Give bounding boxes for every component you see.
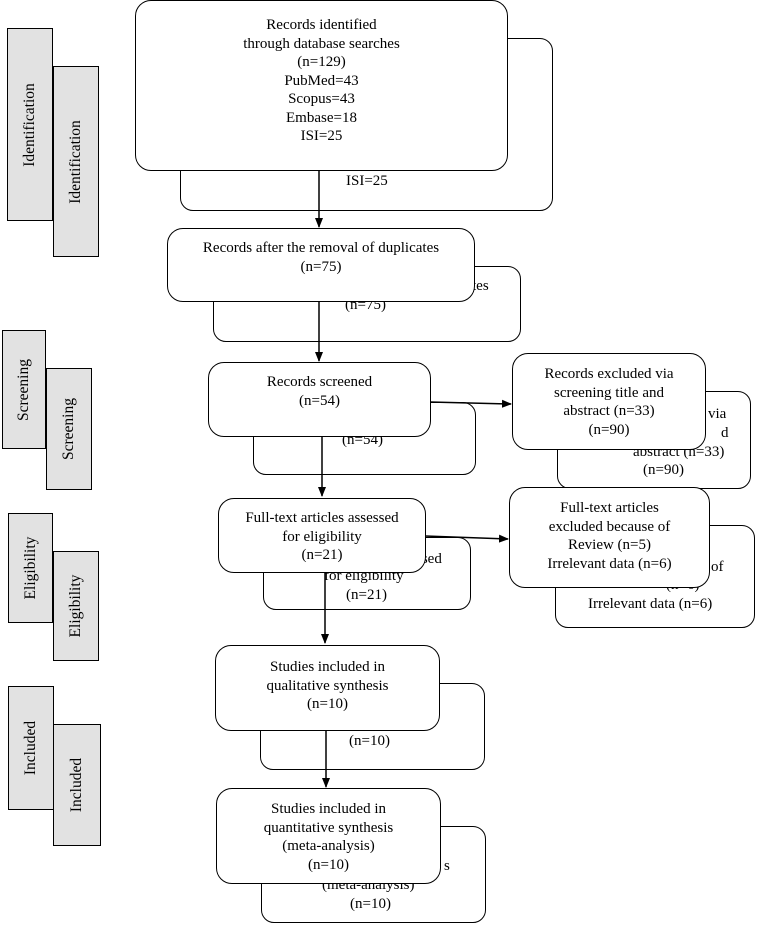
box-line: Review (n=5) [567, 537, 652, 553]
box-records-screened: Records screened (n=54) [208, 362, 431, 437]
shadow-text: Irrelevant data (n=6) [588, 596, 713, 612]
box-line: screening title and [554, 384, 664, 401]
box-line: (n=90) [588, 421, 630, 438]
box-line: (n=54) [299, 392, 340, 409]
shadow-text: ISI=25 [346, 173, 388, 189]
box-line: Records identified [266, 17, 377, 33]
box-line: Records after the removal of duplicates [202, 240, 440, 256]
stage-label-included: Included [8, 686, 54, 810]
box-fulltext-excluded: Full-text articles excluded because of R… [509, 487, 710, 588]
box-line: Embase=18 [286, 109, 357, 126]
stage-label-identification: Identification [7, 28, 53, 221]
stage-label-included-shadow: Included [53, 724, 101, 846]
shadow-text: (n=90) [643, 462, 684, 478]
box-line: (n=10) [307, 696, 348, 712]
box-line: (meta-analysis) [282, 838, 375, 854]
box-line: qualitative synthesis [266, 677, 389, 694]
box-line: (n=75) [300, 258, 342, 275]
box-line: Records screened [266, 374, 373, 390]
box-line: Studies included in [270, 659, 385, 675]
box-line: through database searches [243, 35, 400, 52]
shadow-text: d [721, 425, 729, 441]
shadow-text: (n=10) [349, 733, 390, 749]
box-line: abstract (n=33) [563, 403, 655, 419]
box-records-identified: Records identified through database sear… [135, 0, 508, 171]
stage-label-screening-shadow: Screening [46, 368, 92, 490]
box-line: Full-text articles [560, 500, 659, 516]
box-quantitative-synthesis: Studies included in quantitative synthes… [216, 788, 441, 884]
box-records-excluded-screening: Records excluded via screening title and… [512, 353, 706, 450]
stage-label-eligibility: Eligibility [8, 513, 53, 623]
box-line: ISI=25 [300, 128, 343, 144]
box-line: (n=21) [301, 547, 343, 563]
arrow-fulltext-to-excluded [424, 534, 509, 543]
box-line: Studies included in [271, 801, 386, 817]
stage-label-eligibility-shadow: Eligibility [53, 551, 99, 661]
box-qualitative-synthesis: Studies included in qualitative synthesi… [215, 645, 440, 731]
shadow-text: (n=21) [346, 587, 387, 603]
box-fulltext-assessed: Full-text articles assessed for eligibil… [218, 498, 426, 573]
stage-label-screening: Screening [2, 330, 46, 449]
box-line: Records excluded via [544, 366, 674, 382]
box-line: Irrelevant data (n=6) [547, 555, 672, 572]
arrow-screened-to-excluded [429, 399, 512, 408]
shadow-text: (n=10) [350, 896, 391, 912]
box-line: (n=129) [297, 54, 346, 70]
box-after-duplicates-removed: Records after the removal of duplicates … [167, 228, 475, 302]
box-line: excluded because of [548, 518, 671, 535]
shadow-text: tes [472, 278, 489, 294]
box-line: PubMed=43 [284, 72, 359, 89]
box-line: quantitative synthesis [263, 819, 394, 836]
shadow-text: s [444, 858, 450, 874]
box-line: (n=10) [308, 856, 349, 873]
shadow-text: of [711, 559, 724, 575]
shadow-text: via [708, 406, 727, 422]
box-line: for eligibility [282, 528, 362, 545]
box-line: Full-text articles assessed [245, 510, 399, 526]
box-line: Scopus=43 [288, 91, 355, 107]
stage-label-identification-shadow: Identification [53, 66, 99, 257]
